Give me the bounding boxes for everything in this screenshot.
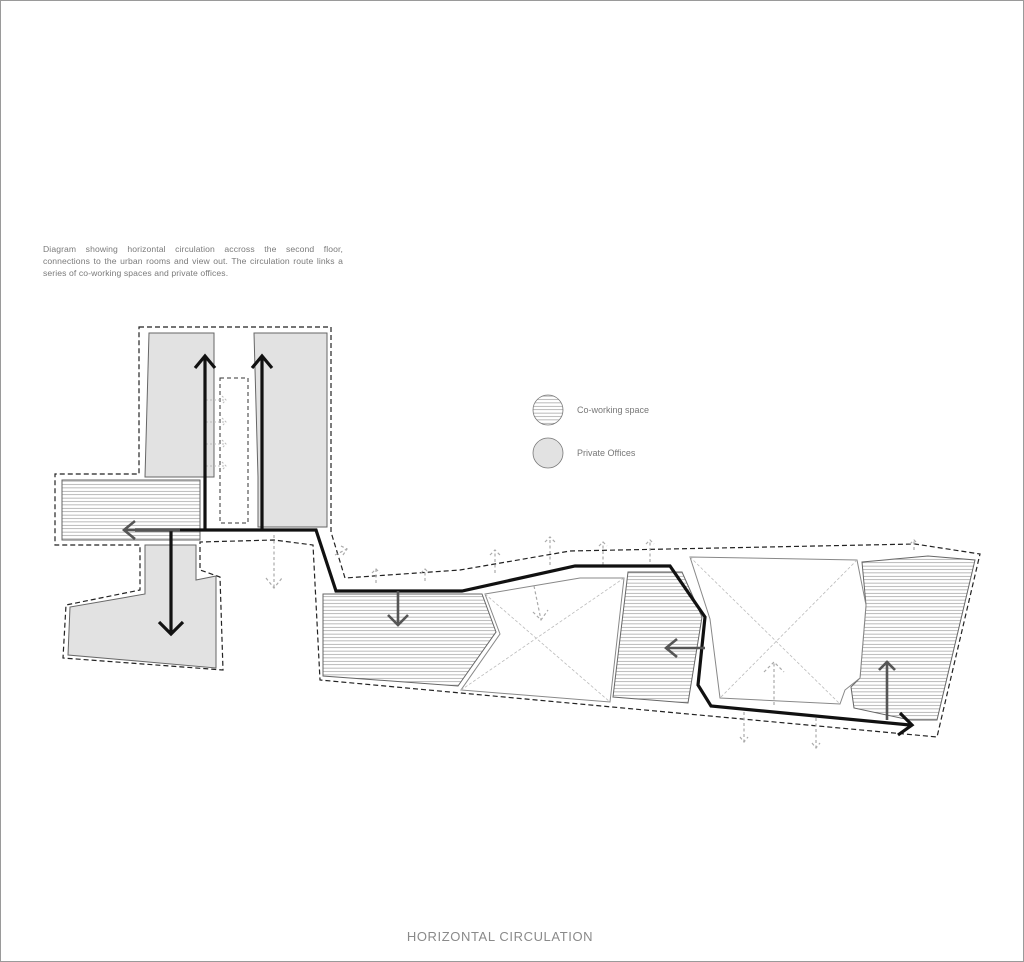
- view-out-arrows-void: [206, 395, 227, 471]
- diagram-description: Diagram showing horizontal circulation a…: [43, 244, 343, 278]
- branch-up-left: [193, 353, 217, 530]
- room-access-arrows: [121, 519, 896, 720]
- legend-label-private: Private Offices: [577, 448, 636, 458]
- open-room: [689, 556, 867, 705]
- page-title: HORIZONTAL CIRCULATION: [406, 929, 594, 944]
- branch-up-right: [250, 353, 274, 530]
- coworking-space: [322, 593, 497, 687]
- legend-coworking-swatch: [532, 394, 564, 426]
- arrow-west: [663, 637, 705, 659]
- circulation-route: [135, 528, 911, 727]
- coworking-space: [61, 479, 201, 541]
- arrow-up: [878, 660, 896, 720]
- legend-private-swatch: [532, 437, 564, 469]
- view-out-arrows: [265, 535, 919, 749]
- void-dashed: [219, 377, 249, 524]
- private-office: [144, 332, 215, 478]
- branch-down-left: [157, 530, 185, 637]
- private-offices: [67, 332, 328, 669]
- arrow-west: [121, 519, 180, 541]
- circulation-arrowhead: [897, 711, 915, 737]
- private-office: [253, 332, 328, 528]
- legend-label-coworking: Co-working space: [577, 405, 650, 415]
- coworking-space: [850, 555, 976, 721]
- circulation-branches: [157, 353, 274, 637]
- open-rooms: [460, 556, 867, 705]
- arrow-down: [387, 591, 409, 627]
- private-office: [67, 544, 217, 669]
- coworking-spaces: [61, 479, 976, 721]
